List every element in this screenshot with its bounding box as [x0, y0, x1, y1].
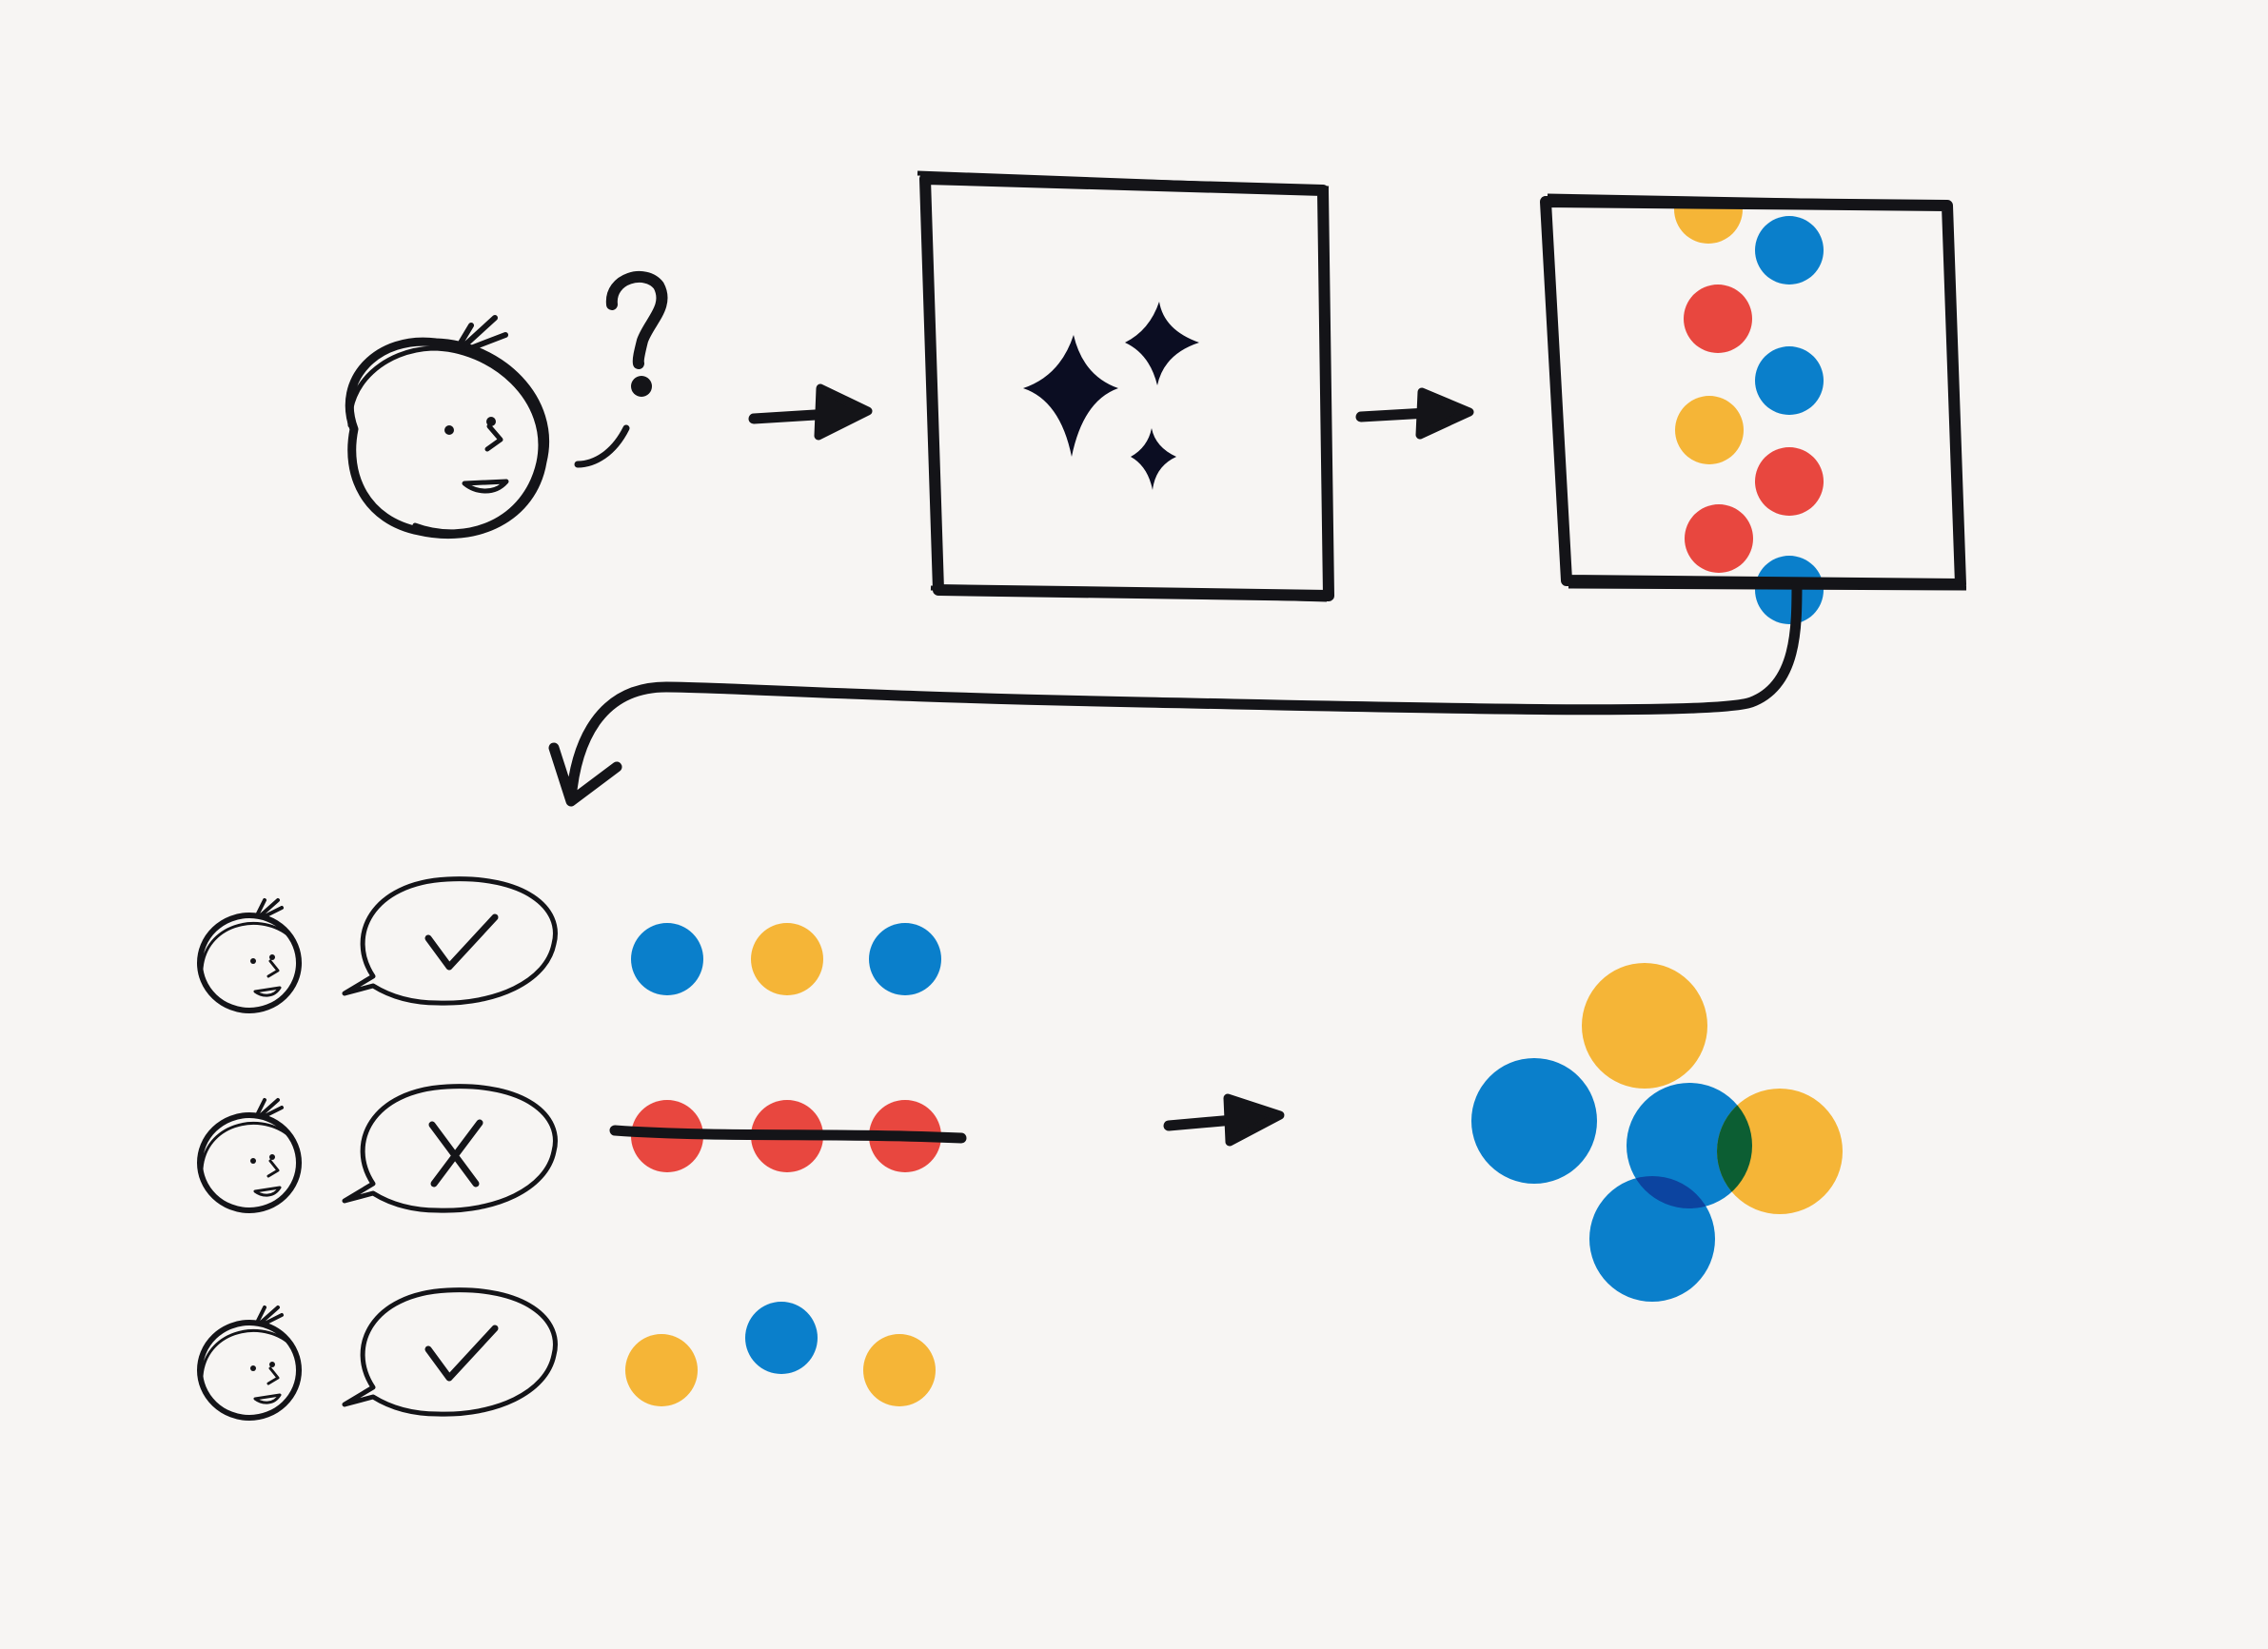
- feedback-row: [197, 1287, 936, 1421]
- sample-dot-red: [1685, 504, 1753, 573]
- arrow-generator-to-samples: [1355, 387, 1474, 440]
- arrow-feedback-to-result: [1163, 1093, 1285, 1147]
- sample-dot-blue: [1755, 216, 1824, 285]
- speech-bubble: [342, 1084, 558, 1213]
- sample-dot-yellow: [625, 1334, 698, 1406]
- checkmark-icon: [424, 1325, 499, 1382]
- sample-dot-yellow: [751, 923, 823, 995]
- user-asking: ?: [345, 271, 668, 540]
- checkmark-icon: [424, 913, 499, 971]
- sample-dot-blue: [631, 923, 703, 995]
- sample-dot-blue: [869, 923, 941, 995]
- speech-bubble: [342, 1287, 558, 1417]
- feedback-row: [197, 1084, 967, 1213]
- user-face-icon: [345, 315, 630, 540]
- feedback-row: [197, 876, 941, 1013]
- sample-dot-red: [1684, 285, 1752, 353]
- sample-dot-yellow: [1675, 396, 1744, 464]
- overlap-region: [1627, 1176, 1715, 1208]
- merged-circles-icon: [1471, 963, 1843, 1302]
- sample-dot-blue: [745, 1302, 818, 1374]
- sample-dot-blue: [1755, 556, 1824, 624]
- arrow-user-to-generator: [748, 383, 873, 441]
- sample-dot-blue: [1755, 346, 1824, 415]
- user-face-icon: [197, 1098, 302, 1213]
- sample-dot-yellow: [863, 1334, 936, 1406]
- feedback-rows: [197, 876, 967, 1421]
- user-face-icon: [197, 898, 302, 1013]
- result-circle-blue: [1471, 1058, 1597, 1184]
- generator-box: [917, 170, 1334, 602]
- user-face-icon: [197, 1305, 302, 1421]
- sparkles-icon: [1023, 302, 1199, 490]
- result-circle-yellow: [1582, 963, 1707, 1089]
- result-circle-yellow: [1717, 1089, 1843, 1214]
- arrow-samples-to-feedback: [548, 577, 1803, 807]
- samples-box: [1540, 171, 1967, 624]
- x-mark-icon: [428, 1119, 483, 1188]
- speech-bubble: [342, 876, 558, 1006]
- strike-line: [609, 1125, 967, 1144]
- sample-dot-red: [1755, 447, 1824, 516]
- question-mark-icon: [605, 271, 668, 397]
